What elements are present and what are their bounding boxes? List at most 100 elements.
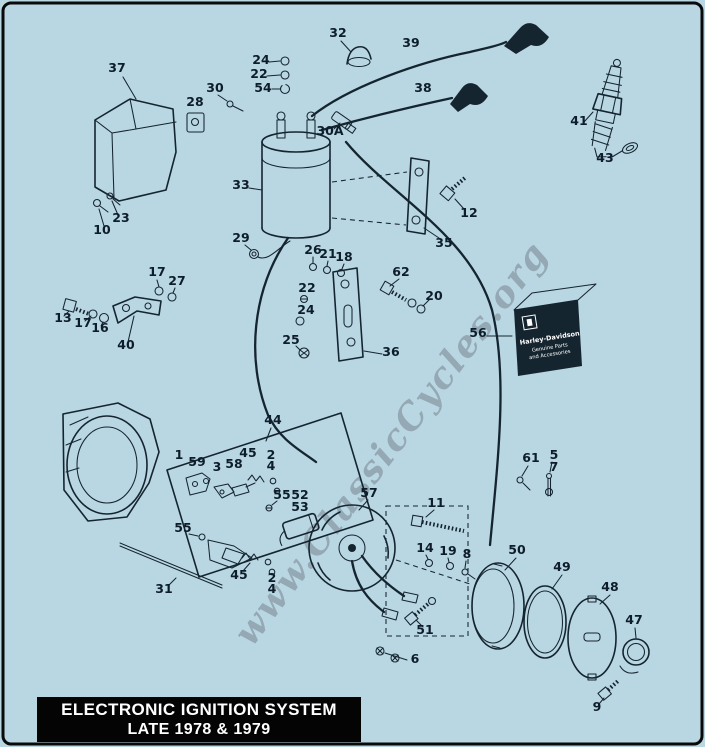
part-label-56: 56 xyxy=(469,325,487,340)
part-label-23: 23 xyxy=(112,210,129,225)
part-33-ignition-coil xyxy=(248,111,331,239)
part-label-2: 2 xyxy=(268,570,277,585)
part-51-bolt xyxy=(404,596,437,628)
part-32-cap xyxy=(340,40,372,68)
part-label-14: 14 xyxy=(416,540,434,555)
part-label-10: 10 xyxy=(93,222,111,237)
part-label-25: 25 xyxy=(282,332,299,347)
part-label-62: 62 xyxy=(392,264,409,279)
part-label-53: 53 xyxy=(291,499,308,514)
part-label-45: 45 xyxy=(239,445,256,460)
part-label-8: 8 xyxy=(463,546,472,561)
part-6-screws xyxy=(375,646,408,663)
part-label-49: 49 xyxy=(553,559,570,574)
part-12-bolt xyxy=(439,175,468,210)
part-label-41: 41 xyxy=(570,113,587,128)
part-43-terminal xyxy=(611,142,639,158)
part-label-37: 37 xyxy=(108,60,125,75)
part-22-24-25-screws xyxy=(295,294,310,359)
part-label-21: 21 xyxy=(319,246,336,261)
part-57-breaker-plate xyxy=(308,499,419,621)
title-banner: ELECTRONIC IGNITION SYSTEM LATE 1978 & 1… xyxy=(37,697,361,742)
part-label-35: 35 xyxy=(435,235,452,250)
part-label-11: 11 xyxy=(427,495,444,510)
part-37-module-cover xyxy=(94,76,177,202)
part-61-screw xyxy=(516,465,531,491)
part-label-17: 17 xyxy=(74,315,91,330)
part-41-spark-plug xyxy=(590,58,623,158)
part-label-36: 36 xyxy=(382,344,400,359)
part-47-cap xyxy=(619,627,650,674)
part-13-17-16-27-40-group xyxy=(62,279,177,343)
part-label-32: 32 xyxy=(329,25,346,40)
part-35-bracket xyxy=(331,157,440,239)
part-9-bolt xyxy=(597,679,620,705)
part-62-20-bolt-washers xyxy=(379,278,431,314)
part-label-33: 33 xyxy=(232,177,249,192)
part-36-bracket xyxy=(332,267,383,362)
part-label-45: 45 xyxy=(230,567,247,582)
part-label-30: 30 xyxy=(206,80,224,95)
cone-housing xyxy=(62,402,160,522)
part-label-22: 22 xyxy=(250,66,267,81)
part-label-57: 57 xyxy=(360,485,377,500)
part-label-51: 51 xyxy=(416,622,433,637)
part-30-pin xyxy=(217,94,244,112)
part-label-22: 22 xyxy=(298,280,315,295)
part-label-20: 20 xyxy=(425,288,443,303)
part-label-2: 2 xyxy=(267,447,276,462)
dashed-guides xyxy=(385,505,471,637)
part-26-21-18-washers xyxy=(308,256,346,278)
part-39-38-plug-cables xyxy=(310,23,549,132)
box-line2: Genuine Parts xyxy=(531,342,568,354)
part-label-47: 47 xyxy=(625,612,642,627)
part-label-39: 39 xyxy=(402,35,419,50)
wiring-harness xyxy=(254,140,502,547)
part-29-ring-terminal xyxy=(244,240,291,260)
part-label-40: 40 xyxy=(117,337,135,352)
part-label-5: 5 xyxy=(550,447,559,462)
part-label-4: 4 xyxy=(267,458,276,473)
part-label-61: 61 xyxy=(522,450,539,465)
part-label-18: 18 xyxy=(335,249,352,264)
part-label-27: 27 xyxy=(168,273,185,288)
banner-subtitle: LATE 1978 & 1979 xyxy=(127,721,271,738)
part-label-38: 38 xyxy=(414,80,431,95)
part-label-29: 29 xyxy=(232,230,249,245)
part-label-31: 31 xyxy=(155,581,172,596)
part-label-17: 17 xyxy=(148,264,165,279)
part-label-30A: 30A xyxy=(316,123,343,138)
part-23-10-screws xyxy=(92,192,121,227)
part-50-retainer-plate xyxy=(471,557,525,650)
part-24-22-54-washers xyxy=(266,56,291,95)
part-label-7: 7 xyxy=(550,459,559,474)
part-label-55: 55 xyxy=(174,520,191,535)
points-set-lower xyxy=(188,533,276,576)
part-label-55: 55 xyxy=(273,487,290,502)
part-label-3: 3 xyxy=(213,459,222,474)
part-label-19: 19 xyxy=(439,543,456,558)
part-label-50: 50 xyxy=(508,542,526,557)
points-set-upper xyxy=(185,472,281,512)
banner-title: ELECTRONIC IGNITION SYSTEM xyxy=(61,700,337,719)
part-label-9: 9 xyxy=(593,699,602,714)
part-5-7-pin xyxy=(544,461,554,497)
part-56-parts-box: Harley-Davidson Genuine Parts and Access… xyxy=(486,283,597,376)
part-label-59: 59 xyxy=(188,454,205,469)
part-label-1: 1 xyxy=(175,447,184,462)
part-label-48: 48 xyxy=(601,579,618,594)
part-28-clip xyxy=(186,112,205,133)
part-label-6: 6 xyxy=(411,651,420,666)
part-label-43: 43 xyxy=(596,150,613,165)
part-label-16: 16 xyxy=(91,320,109,335)
part-label-58: 58 xyxy=(225,456,242,471)
part-label-12: 12 xyxy=(460,205,477,220)
part-label-26: 26 xyxy=(304,242,322,257)
part-label-28: 28 xyxy=(186,94,203,109)
part-44-points-plate xyxy=(166,412,374,578)
part-31-rod xyxy=(119,542,223,589)
part-48-cover xyxy=(567,594,617,681)
